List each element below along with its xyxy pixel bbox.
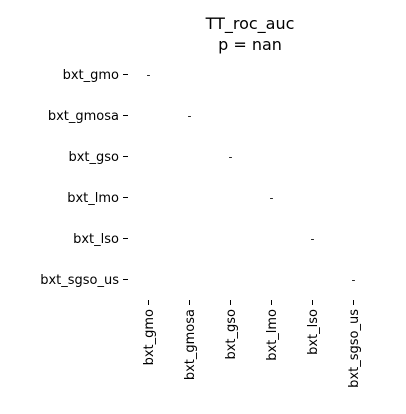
heatmap-cell-label: - bbox=[229, 151, 233, 164]
x-tick-label: bxt_lmo bbox=[265, 309, 280, 361]
y-tick-label: bxt_lso bbox=[73, 232, 119, 247]
y-tick-label: bxt_gso bbox=[68, 150, 119, 165]
x-tick-label: bxt_gmo bbox=[142, 309, 157, 365]
y-axis: bxt_gmo bxt_gmosa bxt_gso bxt_lmo bxt_lsobxt… bbox=[40, 68, 128, 288]
heatmap-cell-label: - bbox=[147, 69, 151, 82]
x-tick-label: bxt_gmosa bbox=[183, 309, 198, 380]
y-tick-label: bxt_lmo bbox=[67, 191, 119, 206]
x-tick-label: bxt_sgso_us bbox=[347, 309, 362, 388]
heatmap-cells: - - - - - - bbox=[147, 69, 356, 287]
heatmap-cell-label: - bbox=[352, 274, 356, 287]
heatmap-cell-label: - bbox=[311, 233, 315, 246]
chart-subtitle: p = nan bbox=[218, 35, 282, 54]
chart-title: TT_roc_auc bbox=[205, 14, 295, 34]
heatmap-cell-label: - bbox=[188, 110, 192, 123]
heatmap-cell-label: - bbox=[270, 192, 274, 205]
y-tick-label: bxt_gmosa bbox=[48, 109, 119, 124]
x-tick-label: bxt_gso bbox=[224, 309, 239, 360]
x-axis: bxt_gmo bxt_gmosa bxt_gso bxt_lmo bxt_lso bxt… bbox=[142, 300, 362, 388]
x-tick-label: bxt_lso bbox=[306, 309, 321, 355]
y-tick-label: bxt_gmo bbox=[63, 68, 119, 83]
y-tick-label: bxt_sgso_us bbox=[40, 273, 119, 288]
